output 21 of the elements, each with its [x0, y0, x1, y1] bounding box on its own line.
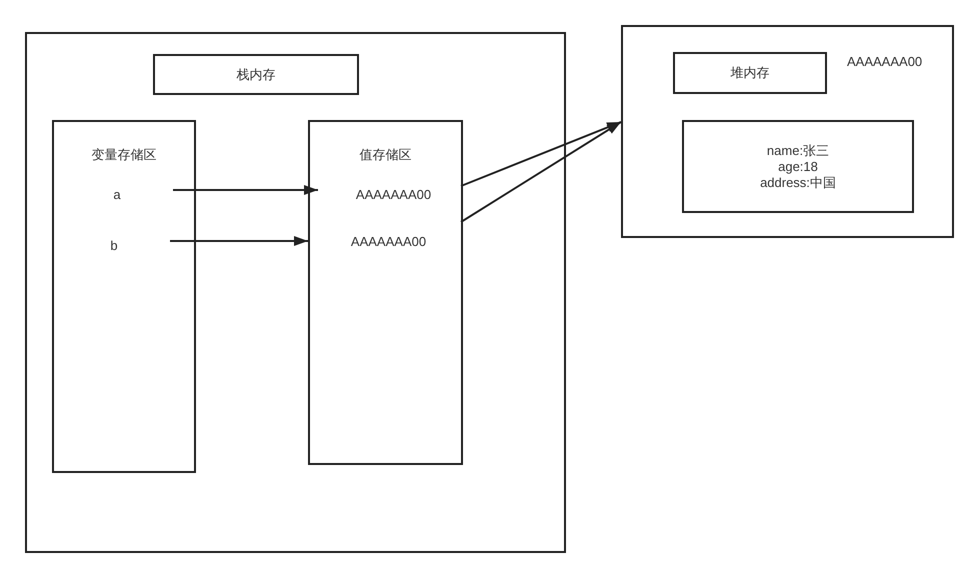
arrow: [173, 185, 318, 195]
memory-box: [673, 52, 827, 94]
box-heading: 值存储区: [358, 146, 412, 164]
arrow: [460, 121, 622, 223]
box-text: 堆内存: [730, 65, 770, 81]
memory-box: [25, 32, 566, 553]
value-text: b: [54, 235, 174, 255]
box-text: name:张三 age:18 address:中国: [759, 142, 837, 190]
value-text: AAAAAAA00: [322, 184, 465, 204]
memory-box: [621, 25, 954, 238]
memory-box: [52, 120, 196, 473]
value-text: a: [57, 184, 177, 204]
memory-box: [308, 120, 463, 465]
address-text: AAAAAAA00: [847, 54, 922, 69]
memory-box: [682, 120, 914, 213]
box-heading: 变量存储区: [90, 146, 158, 164]
arrow: [170, 236, 308, 246]
value-text: AAAAAAA00: [312, 221, 465, 261]
box-text: 栈内存: [236, 66, 276, 82]
arrow: [460, 121, 622, 187]
memory-box: [153, 54, 359, 95]
